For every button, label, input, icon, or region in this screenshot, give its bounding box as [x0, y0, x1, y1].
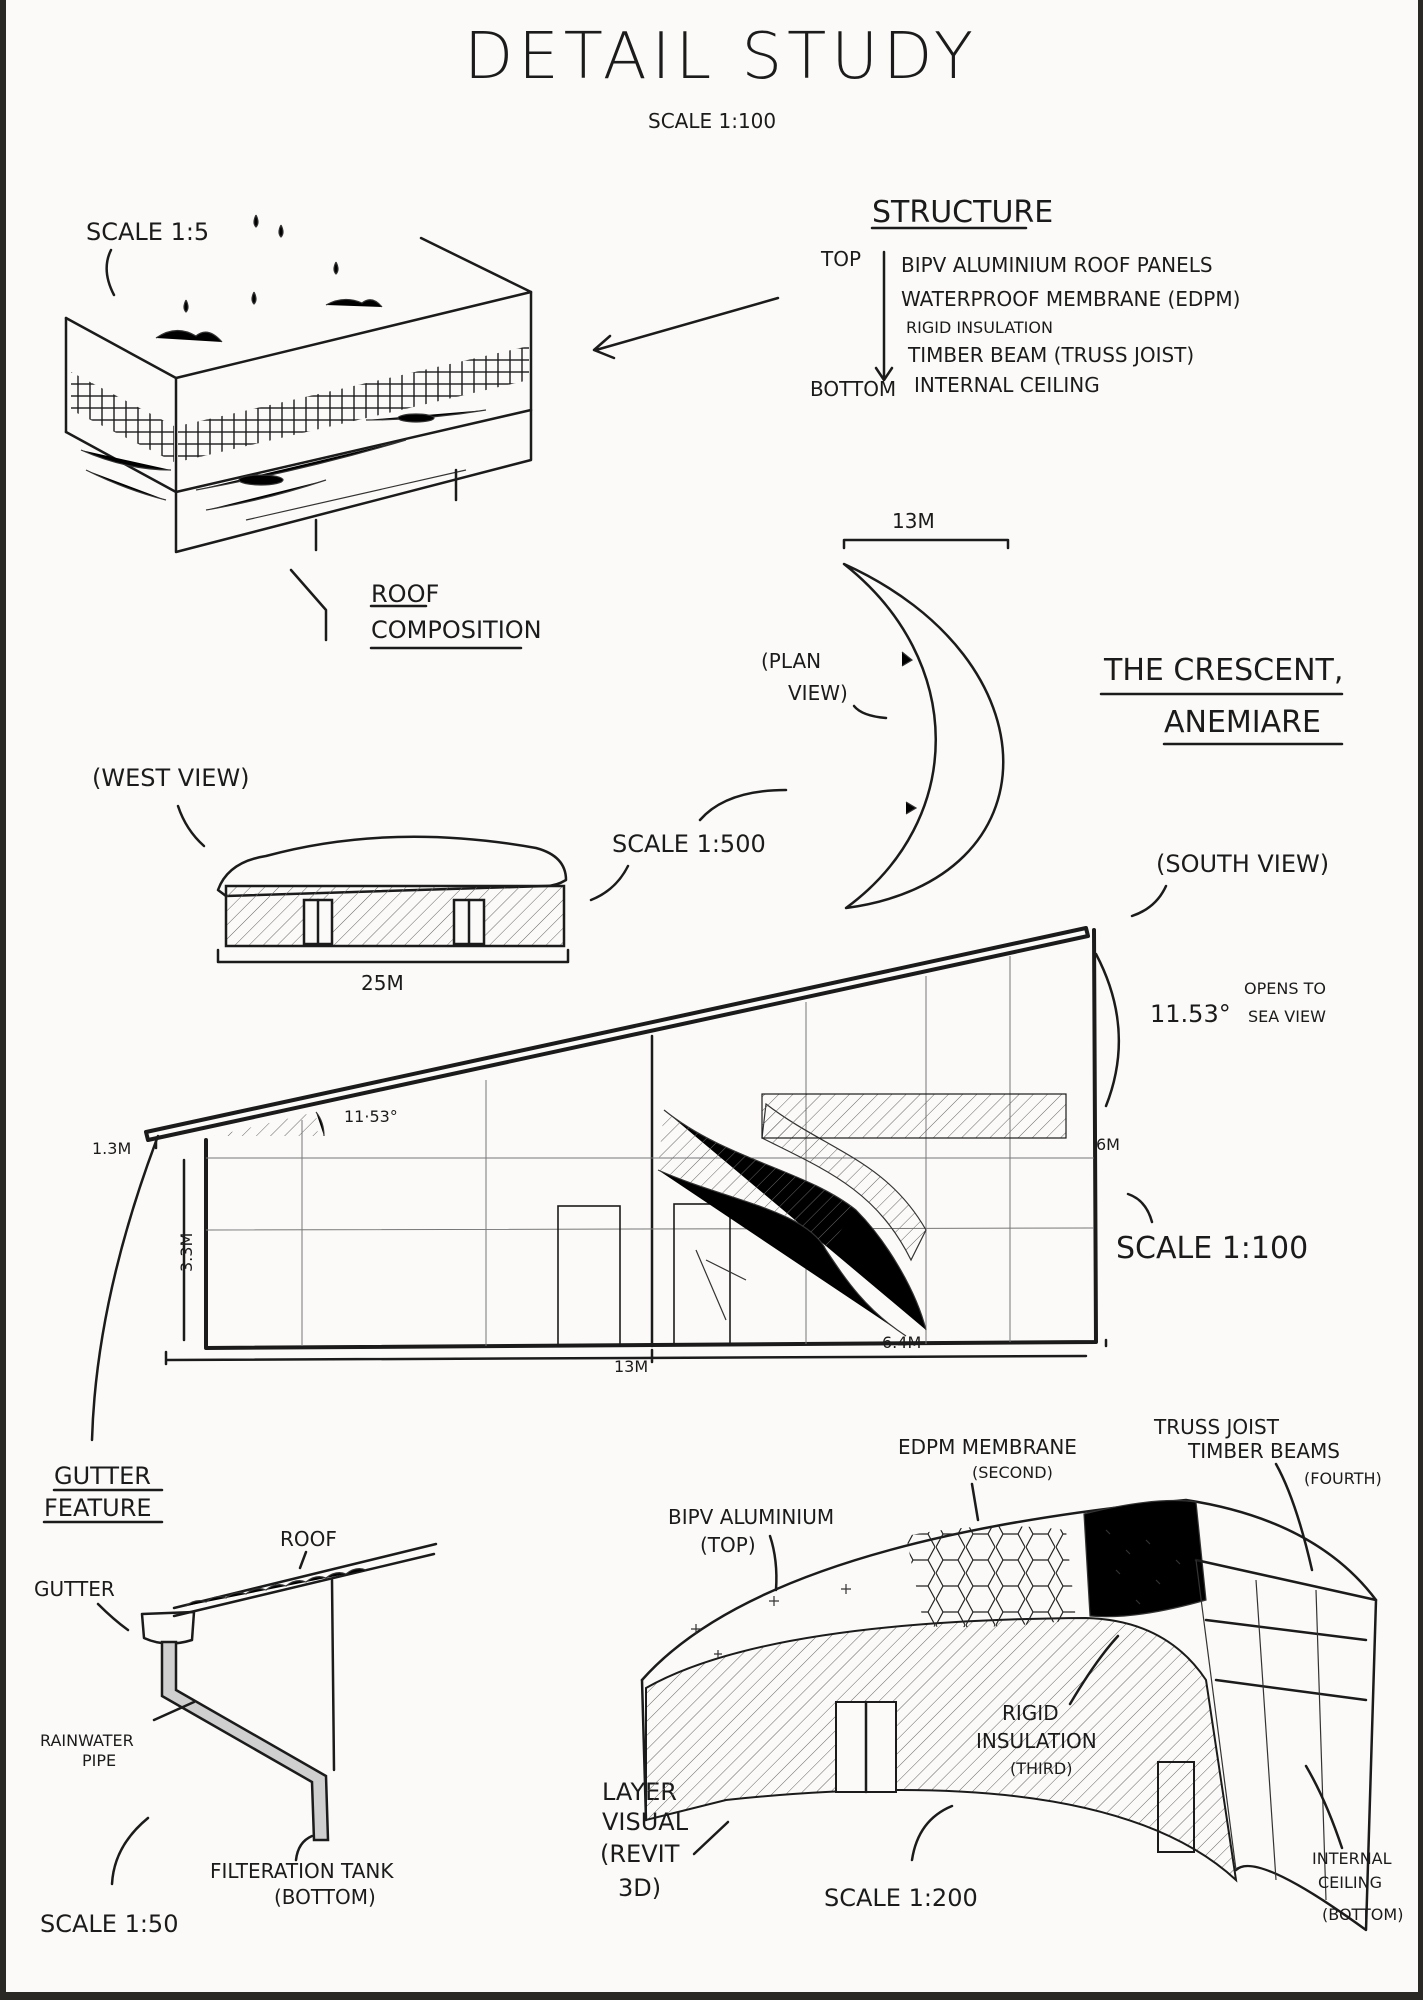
south-stair-width: 6.4M: [882, 1333, 921, 1352]
layer-visual-line4: 3D): [618, 1874, 661, 1902]
gutter-heading-line2: FEATURE: [44, 1494, 152, 1522]
west-elevation-drawing: [216, 835, 570, 964]
south-section-drawing: [144, 926, 1108, 1366]
plan-dimension-line: [842, 538, 1010, 550]
gutter-leader-line: [90, 1134, 160, 1442]
sea-view-note-line2: SEA VIEW: [1248, 1007, 1326, 1026]
structure-top-label: TOP: [820, 247, 861, 271]
south-view-angle-right: 11.53°: [1150, 1000, 1231, 1028]
project-name-line2: ANEMIARE: [1164, 705, 1321, 740]
layer-visual-3d-drawing: [640, 1498, 1378, 1932]
bipv-label-line1: BIPV ALUMINIUM: [668, 1505, 834, 1529]
truss-label-line1: TRUSS JOIST: [1153, 1415, 1280, 1439]
edpm-label-line1: EDPM MEMBRANE: [898, 1435, 1077, 1459]
ceiling-label-line1: INTERNAL: [1312, 1849, 1392, 1868]
gutter-drawing: [140, 1542, 438, 1842]
pipe-label-line2: PIPE: [82, 1751, 116, 1770]
gutter-heading-line1: GUTTER: [54, 1462, 151, 1490]
edpm-label-line2: (SECOND): [972, 1463, 1053, 1482]
plan-label-line2: VIEW): [788, 681, 848, 705]
sea-view-note-line1: OPENS TO: [1244, 979, 1326, 998]
roof-label-line1: ROOF: [371, 580, 439, 608]
south-wall-height: 3.3M: [177, 1233, 196, 1272]
structure-layer-4: TIMBER BEAM (TRUSS JOIST): [907, 343, 1194, 367]
crescent-plan-shape: [842, 562, 1005, 910]
south-height-left: 1.3M: [92, 1139, 131, 1158]
south-view-label: (SOUTH VIEW): [1156, 850, 1329, 878]
main-scale: SCALE 1:100: [648, 109, 776, 133]
bipv-label-line2: (TOP): [700, 1533, 756, 1557]
south-roof-angle: 11·53°: [344, 1107, 398, 1126]
project-name-line1: THE CRESCENT,: [1103, 653, 1343, 688]
roof-scale: SCALE 1:5: [86, 218, 209, 246]
plan-label-line1: (PLAN: [761, 649, 821, 673]
roof-label-line2: COMPOSITION: [371, 616, 542, 644]
gutter-roof-label: ROOF: [280, 1527, 337, 1551]
gutter-scale: SCALE 1:50: [40, 1910, 178, 1938]
page-title: DETAIL STUDY: [464, 20, 978, 94]
sketch-canvas: DETAIL STUDY SCALE 1:100 SCALE 1:5 ROOF …: [34, 20, 1403, 1938]
structure-heading: STRUCTURE: [872, 195, 1053, 230]
ceiling-label-line2: CEILING: [1318, 1873, 1382, 1892]
structure-layer-5: INTERNAL CEILING: [914, 373, 1100, 397]
roof-composition-drawing: [64, 214, 533, 642]
west-view-label: (WEST VIEW): [92, 764, 250, 792]
tank-label-line2: (BOTTOM): [274, 1885, 376, 1909]
gutter-label: GUTTER: [34, 1577, 115, 1601]
structure-layer-2: WATERPROOF MEMBRANE (EDPM): [901, 287, 1240, 311]
structure-arrow: [592, 296, 780, 360]
structure-layer-1: BIPV ALUMINIUM ROOF PANELS: [901, 253, 1213, 277]
tank-label-line1: FILTERATION TANK: [210, 1859, 394, 1883]
rigid-label-line3: (THIRD): [1010, 1759, 1072, 1778]
rigid-label-line2: INSULATION: [976, 1729, 1097, 1753]
west-view-scale: SCALE 1:500: [612, 830, 766, 858]
rigid-label-line1: RIGID: [1002, 1701, 1059, 1725]
truss-label-line2: TIMBER BEAMS: [1187, 1439, 1340, 1463]
structure-layer-list: BIPV ALUMINIUM ROOF PANELS WATERPROOF ME…: [901, 253, 1240, 397]
pipe-label-line1: RAINWATER: [40, 1731, 134, 1750]
south-length: 13M: [614, 1357, 648, 1376]
south-scale: SCALE 1:100: [1116, 1231, 1308, 1266]
drawing-sheet: DETAIL STUDY SCALE 1:100 SCALE 1:5 ROOF …: [6, 0, 1418, 1992]
west-view-dimension: 25M: [361, 971, 404, 995]
truss-label-line3: (FOURTH): [1304, 1469, 1382, 1488]
structure-layer-3: RIGID INSULATION: [906, 318, 1053, 337]
south-height-right: 6M: [1096, 1135, 1120, 1154]
layer-visual-line3: (REVIT: [600, 1840, 680, 1868]
plan-dimension: 13M: [892, 509, 935, 533]
ceiling-label-line3: (BOTTOM): [1322, 1905, 1403, 1924]
structure-bottom-label: BOTTOM: [810, 377, 896, 401]
layer-visual-scale: SCALE 1:200: [824, 1884, 978, 1912]
